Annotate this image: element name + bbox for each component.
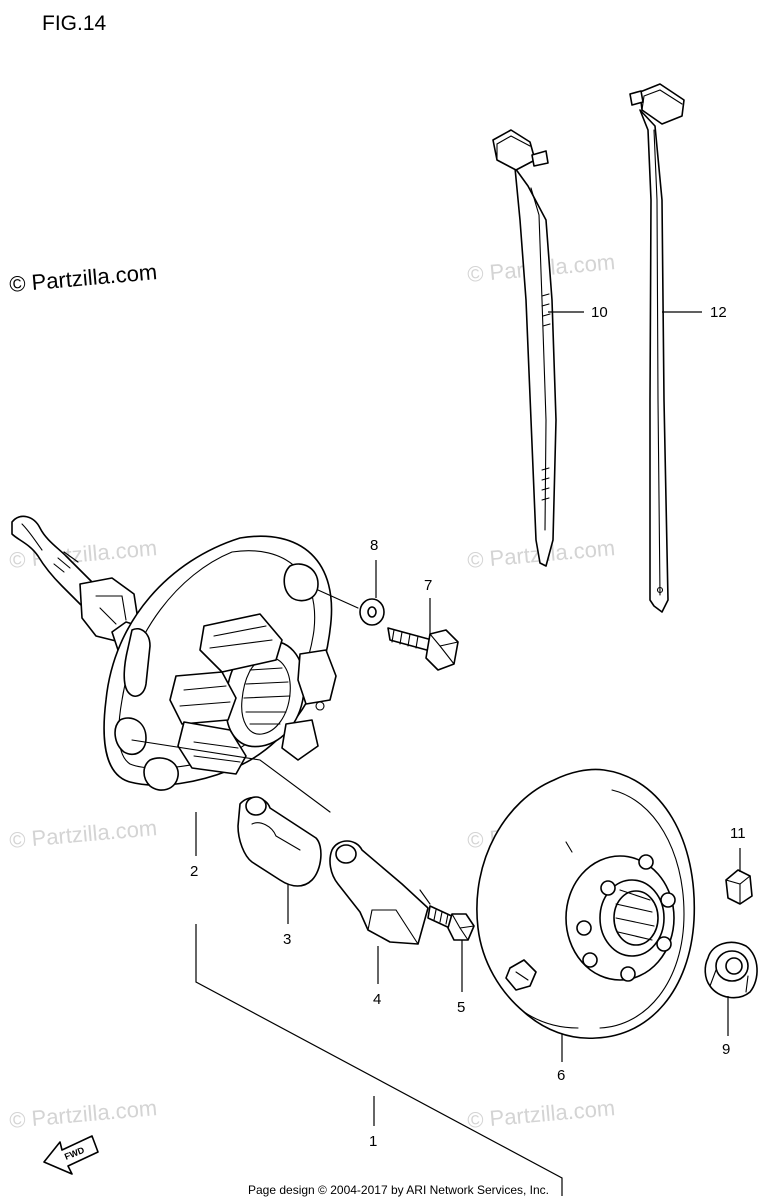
callout-4: 4 [373, 991, 381, 1008]
centerline [131, 739, 331, 813]
watermark-text: © Partzilla.com [466, 1095, 616, 1133]
callout-1: 1 [369, 1133, 377, 1150]
figure-title: FIG.14 [42, 12, 107, 35]
callout-7: 7 [424, 577, 432, 594]
leader-lines [195, 311, 741, 1196]
rubber-cover-3[interactable] [237, 796, 322, 887]
nut-9[interactable] [704, 941, 758, 999]
fwd-arrow-icon: FWD [43, 1135, 99, 1175]
screw-5[interactable] [419, 889, 475, 941]
bolt-7[interactable] [387, 627, 459, 671]
callout-2: 2 [190, 863, 198, 880]
washer-8[interactable] [317, 589, 385, 626]
cable-tie-11[interactable] [492, 129, 557, 567]
flywheel-rotor-6[interactable] [476, 768, 696, 1040]
key-10[interactable] [725, 869, 753, 905]
copyright-text: © Partzilla.com [8, 259, 158, 297]
callout-6: 6 [557, 1067, 565, 1084]
footer-text: Page design © 2004-2017 by ARI Network S… [248, 1183, 549, 1197]
callout-12: 12 [710, 304, 727, 321]
callout-11: 10 [591, 304, 608, 321]
watermark-text: © Partzilla.com [8, 815, 158, 853]
stator-assembly-2[interactable] [11, 515, 337, 791]
cable-tie-12[interactable] [629, 83, 685, 613]
callout-8: 8 [370, 537, 378, 554]
callout-5: 5 [457, 999, 465, 1016]
callout-3: 3 [283, 931, 291, 948]
watermark-text: © Partzilla.com [8, 1095, 158, 1133]
callout-10: 11 [730, 825, 746, 842]
pickup-bracket-4[interactable] [329, 840, 429, 945]
callout-9: 9 [722, 1041, 730, 1058]
